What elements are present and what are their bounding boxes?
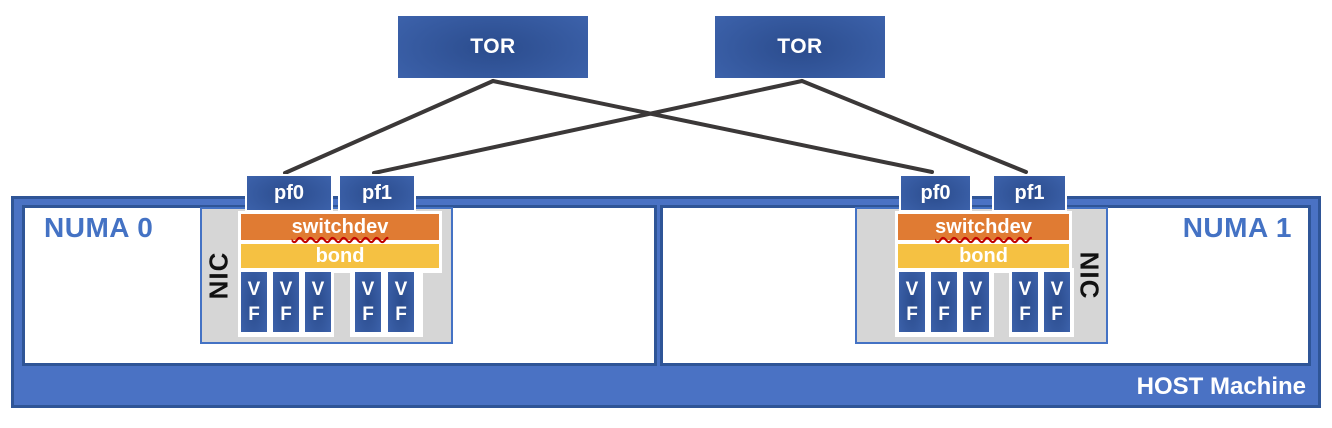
numa0-nic-label: NIC [203, 251, 234, 300]
numa1-label: NUMA 1 [1182, 212, 1292, 243]
tor-switch-0-label: TOR [470, 35, 516, 58]
numa1-pf0-port: pf0 [899, 174, 972, 212]
host-machine-label: HOST Machine [1136, 373, 1306, 400]
numa1-bond-bar: bond [898, 244, 1069, 268]
numa0-label: NUMA 0 [44, 212, 154, 243]
numa1-pf1-port: pf1 [992, 174, 1067, 212]
link-tor0-numa0-pf0 [283, 79, 495, 175]
link-tor1-numa0-pf1 [372, 79, 804, 175]
numa1-switchdev-bar: switchdev [898, 214, 1069, 240]
numa0-switchdev-label: switchdev [291, 215, 389, 238]
link-tor0-numa1-pf0 [491, 79, 934, 174]
tor-switch-1-label: TOR [777, 35, 823, 58]
link-tor1-numa1-pf1 [800, 79, 1028, 174]
numa0-bond-bar: bond [241, 244, 439, 268]
numa1-nic-label: NIC [1074, 251, 1105, 300]
numa1-bond-label: bond [959, 244, 1008, 267]
tor-switch-1: TOR [715, 16, 885, 78]
numa0-bond-label: bond [315, 244, 365, 267]
numa1-switchdev-label: switchdev [935, 215, 1032, 238]
numa0-pf0-port: pf0 [245, 174, 333, 212]
numa0-pf1-port: pf1 [338, 174, 416, 212]
numa0-switchdev-bar: switchdev [241, 214, 439, 240]
tor-switch-0: TOR [398, 16, 588, 78]
